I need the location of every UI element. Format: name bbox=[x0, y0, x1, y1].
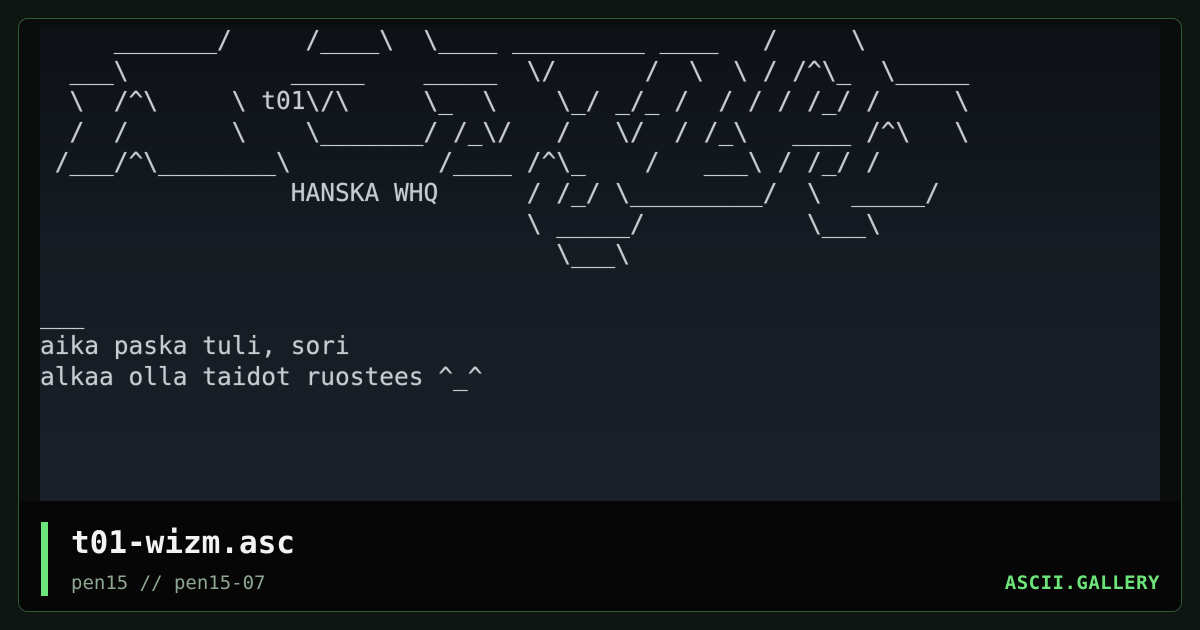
site-brand: ASCII.GALLERY bbox=[1004, 572, 1160, 594]
card-footer: t01-wizm.asc pen15 // pen15-07 ASCII.GAL… bbox=[19, 501, 1181, 611]
gallery-card: _______/ /____\ \____ _________ ____ / \… bbox=[18, 18, 1182, 612]
ascii-art-preview: _______/ /____\ \____ _________ ____ / \… bbox=[40, 25, 1160, 501]
accent-bar bbox=[41, 522, 48, 596]
file-title: t01-wizm.asc bbox=[71, 525, 295, 561]
artist-pack-label: pen15 // pen15-07 bbox=[71, 572, 266, 594]
ascii-art-text: _______/ /____\ \____ _________ ____ / \… bbox=[40, 25, 970, 391]
